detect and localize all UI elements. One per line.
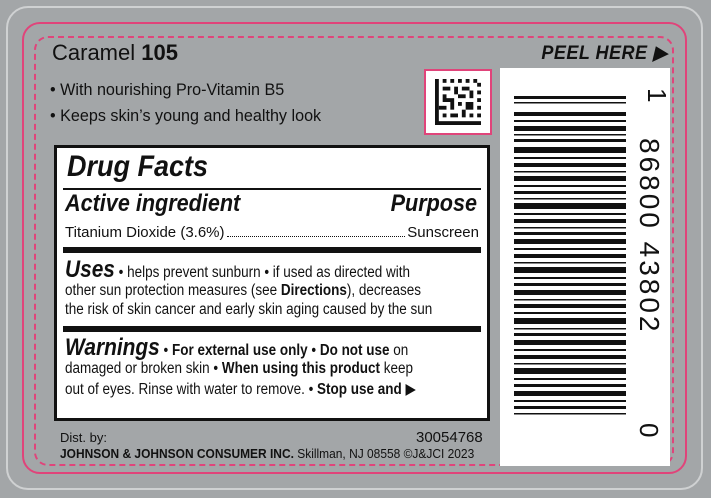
company-name: JOHNSON & JOHNSON CONSUMER INC.	[60, 446, 294, 461]
bullet-item-2: • Keeps skin’s young and healthy look	[50, 106, 322, 125]
purpose-heading: Purpose	[390, 190, 477, 217]
active-ingredient-heading: Active ingredient	[65, 190, 241, 217]
divider	[63, 188, 481, 190]
ingredient-purpose: Sunscreen	[407, 224, 479, 241]
bullet-item-1: • With nourishing Pro-Vitamin B5	[50, 80, 285, 99]
distributor-label: Dist. by:	[60, 430, 107, 445]
outer-border	[22, 22, 687, 474]
warnings-line-3: out of eyes. Rinse with water to remove.…	[65, 381, 416, 398]
shade-name: Caramel	[52, 40, 136, 65]
warnings-heading: Warnings	[65, 334, 160, 361]
warnings-line-1: Warnings • For external use only • Do no…	[65, 334, 409, 361]
continue-arrow-icon: ▶	[405, 381, 416, 398]
dashed-border	[34, 36, 674, 466]
barcode: 1 86800 43802 0	[514, 88, 672, 437]
arrow-right-icon: ▶	[653, 43, 668, 64]
drug-facts-title: Drug Facts	[67, 150, 209, 183]
ingredient-name: Titanium Dioxide (3.6%)	[65, 224, 225, 241]
data-matrix-code	[424, 69, 492, 135]
ingredient-row: Titanium Dioxide (3.6%) Sunscreen	[65, 224, 479, 241]
drug-facts-box: Drug Facts Active ingredient Purpose Tit…	[54, 145, 490, 421]
peel-here-text: PEEL HERE	[541, 43, 648, 64]
shade-number: 105	[141, 40, 178, 65]
product-code: 30054768	[416, 429, 483, 446]
peel-here-tab[interactable]: PEEL HERE ▶	[542, 42, 668, 65]
bullet-icon: •	[50, 106, 56, 125]
uses-line-1: Uses • helps prevent sunburn • if used a…	[65, 256, 410, 283]
company-address: Skillman, NJ 08558 ©J&JCI 2023	[293, 446, 475, 461]
uses-line-2: other sun protection measures (see Direc…	[65, 282, 422, 299]
barcode-panel: 1 86800 43802 0	[500, 68, 672, 466]
divider	[63, 247, 481, 253]
shade-title: Caramel 105	[52, 40, 178, 66]
barcode-digit-top: 1	[642, 88, 670, 102]
barcode-digit-bottom: 0	[634, 423, 664, 437]
warnings-line-2: damaged or broken skin • When using this…	[65, 360, 413, 377]
bullet-icon: •	[50, 80, 56, 99]
dot-leader	[226, 224, 406, 237]
divider	[63, 326, 481, 332]
barcode-digits: 86800 43802	[634, 138, 665, 335]
distributor-info: JOHNSON & JOHNSON CONSUMER INC. Skillman…	[60, 446, 474, 461]
uses-heading: Uses	[65, 256, 115, 283]
uses-line-3: the risk of skin cancer and early skin a…	[65, 301, 433, 318]
data-matrix-icon	[435, 79, 481, 125]
